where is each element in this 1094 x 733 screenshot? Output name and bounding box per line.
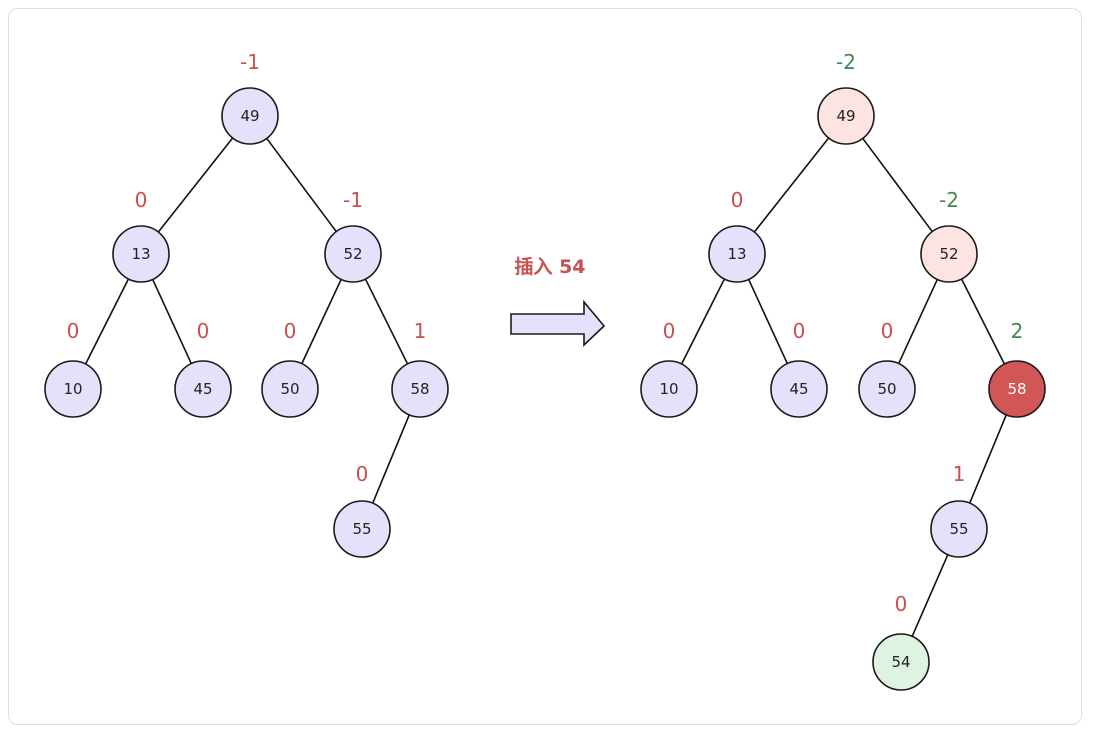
node-circle [640, 360, 698, 418]
tree-node: 52 -1 [324, 188, 382, 283]
node-circle [333, 500, 391, 558]
node-circle [174, 360, 232, 418]
node-key-label: 55 [352, 520, 371, 538]
balance-factor-label: 0 [731, 188, 744, 212]
node-key-label: 45 [789, 380, 808, 398]
tree-node: 45 0 [174, 319, 232, 418]
node-circle [817, 87, 875, 145]
tree-before-insert: 49 -1 13 0 52 -1 10 0 45 0 50 0 58 1 55 0 [44, 50, 449, 558]
balance-factor-label: -2 [939, 188, 959, 212]
tree-node: 45 0 [770, 319, 828, 418]
balance-factor-label: 0 [197, 319, 210, 343]
balance-factor-label: 0 [67, 319, 80, 343]
node-key-label: 58 [1007, 380, 1026, 398]
node-circle [872, 633, 930, 691]
node-circle [112, 225, 170, 283]
node-circle [261, 360, 319, 418]
node-circle [930, 500, 988, 558]
node-key-label: 13 [131, 245, 150, 263]
node-circle [920, 225, 978, 283]
balance-factor-label: 1 [953, 462, 966, 486]
tree-node: 49 -1 [221, 50, 279, 145]
tree-edge [753, 137, 830, 233]
node-key-label: 54 [891, 653, 910, 671]
balance-factor-label: 0 [284, 319, 297, 343]
tree-after-insert: 49 -2 13 0 52 -2 10 0 45 0 50 0 58 2 55 1 54 0 [640, 50, 1046, 691]
tree-node: 52 -2 [920, 188, 978, 283]
tree-node: 55 0 [333, 462, 391, 558]
balance-factor-label: -2 [836, 50, 856, 74]
node-key-label: 58 [410, 380, 429, 398]
tree-node: 10 0 [44, 319, 102, 418]
balance-factor-label: 0 [793, 319, 806, 343]
node-key-label: 49 [836, 107, 855, 125]
tree-node: 10 0 [640, 319, 698, 418]
node-key-label: 52 [939, 245, 958, 263]
tree-node: 50 0 [261, 319, 319, 418]
node-key-label: 49 [240, 107, 259, 125]
node-key-label: 10 [63, 380, 82, 398]
balance-factor-label: -1 [343, 188, 363, 212]
node-circle [708, 225, 766, 283]
balance-factor-label: -1 [240, 50, 260, 74]
tree-node: 58 1 [391, 319, 449, 418]
node-key-label: 50 [280, 380, 299, 398]
tree-node: 13 0 [112, 188, 170, 283]
block-right-arrow-icon [510, 299, 606, 347]
node-circle [391, 360, 449, 418]
balance-factor-label: 0 [135, 188, 148, 212]
tree-edge [84, 278, 130, 365]
node-circle [324, 225, 382, 283]
tree-edge [862, 137, 933, 233]
tree-edge [747, 279, 789, 364]
balance-factor-label: 2 [1011, 319, 1024, 343]
tree-node: 55 1 [930, 462, 988, 558]
tree-edge [960, 278, 1006, 365]
tree-edge [968, 414, 1008, 504]
tree-edge [897, 279, 939, 364]
node-key-label: 55 [949, 520, 968, 538]
balance-factor-label: 0 [663, 319, 676, 343]
balance-factor-label: 1 [414, 319, 427, 343]
node-key-label: 52 [343, 245, 362, 263]
node-circle [770, 360, 828, 418]
node-key-label: 45 [193, 380, 212, 398]
insert-caption: 插入 54 [514, 256, 585, 278]
tree-node: 58 2 [988, 319, 1046, 418]
node-key-label: 50 [877, 380, 896, 398]
tree-edge [911, 554, 949, 637]
tree-node: 50 0 [858, 319, 916, 418]
node-circle [221, 87, 279, 145]
node-key-label: 10 [659, 380, 678, 398]
tree-edge [157, 137, 234, 233]
tree-edge [680, 278, 726, 365]
balance-factor-label: 0 [895, 592, 908, 616]
node-circle [858, 360, 916, 418]
insert-operation: 插入 54 [510, 256, 606, 347]
tree-edge [266, 137, 337, 233]
tree-node: 13 0 [708, 188, 766, 283]
node-circle [988, 360, 1046, 418]
balance-factor-label: 0 [356, 462, 369, 486]
tree-edge [364, 278, 409, 365]
tree-edge [301, 279, 342, 364]
node-circle [44, 360, 102, 418]
balance-factor-label: 0 [881, 319, 894, 343]
node-key-label: 13 [727, 245, 746, 263]
tree-node: 49 -2 [817, 50, 875, 145]
tree-edge [151, 279, 193, 364]
tree-edge [371, 414, 411, 504]
tree-node: 54 0 [872, 592, 930, 691]
